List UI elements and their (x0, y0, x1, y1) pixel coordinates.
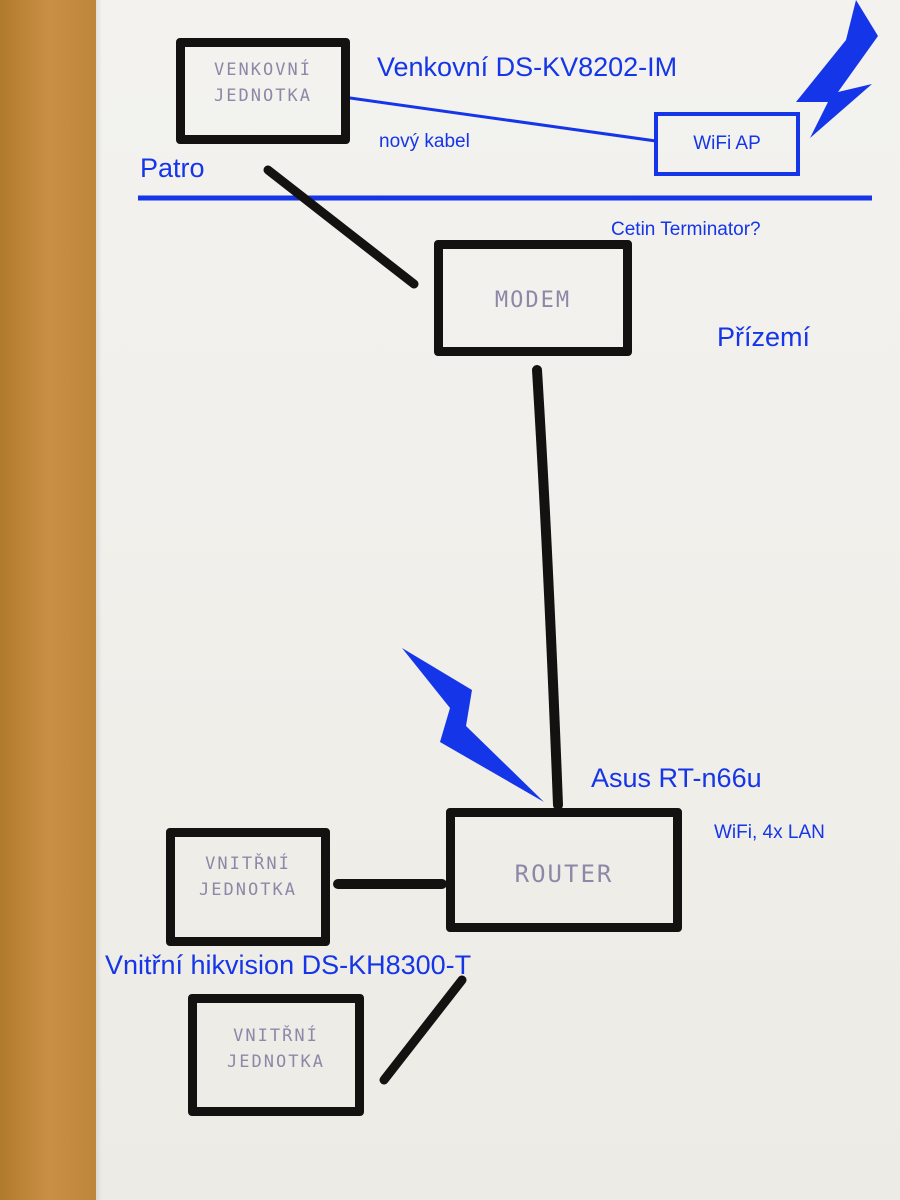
router-label: Asus RT-n66u (591, 763, 762, 793)
new-cable-label: nový kabel (379, 131, 470, 152)
router-sublabel: WiFi, 4x LAN (714, 822, 825, 843)
modem-router-line (532, 365, 563, 810)
outdoor-modem-line (263, 165, 419, 289)
outdoor-unit-handwritten: VENKOVNÍ JEDNOTKA (214, 60, 312, 106)
indoor-unit-2-handwritten: VNITŘNÍ JEDNOTKA (227, 1026, 325, 1072)
indoor-unit-2-box (188, 994, 364, 1116)
desk-background (0, 0, 110, 1200)
indoor-unit-1-box (166, 828, 330, 946)
floor-ground-label: Přízemí (717, 322, 811, 352)
wireless-bolt-icon (402, 648, 544, 802)
wifi-ap-box: WiFi AP (654, 112, 800, 176)
indoor-unit-1-handwritten: VNITŘNÍ JEDNOTKA (199, 854, 297, 900)
modem-handwritten: MODEM (494, 288, 572, 313)
modem-label: Cetin Terminator? (611, 219, 761, 240)
outdoor-unit-label: Venkovní DS-KV8202-IM (377, 52, 678, 82)
paper-edge-shadow (96, 0, 102, 1200)
wireless-bolt-icon (796, 0, 878, 138)
router-handwritten: ROUTER (514, 860, 614, 888)
floor-upper-label: Patro (140, 153, 205, 183)
router-box (446, 808, 682, 932)
new-cable-line (342, 95, 657, 143)
modem-box (434, 240, 632, 356)
wifi-ap-label: WiFi AP (693, 133, 761, 154)
router-indoor2-line (379, 975, 467, 1085)
indoor-unit-label: Vnitřní hikvision DS-KH8300-T (105, 950, 472, 980)
outdoor-unit-box (176, 38, 350, 144)
